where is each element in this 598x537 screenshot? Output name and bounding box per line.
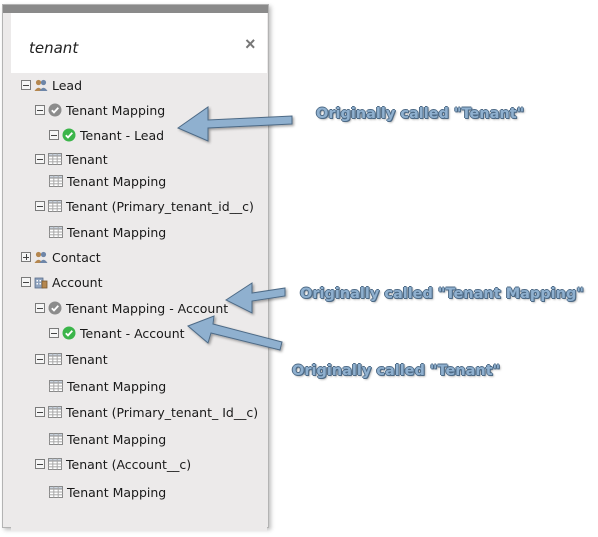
collapse-icon[interactable] — [35, 354, 45, 364]
collapse-icon[interactable] — [21, 80, 31, 90]
tree-node[interactable]: Tenant Mapping — [35, 101, 165, 119]
people-icon — [34, 250, 52, 264]
expand-icon[interactable] — [21, 252, 31, 262]
tree-node-label: Tenant Mapping — [67, 484, 167, 500]
collapse-icon[interactable] — [35, 303, 45, 313]
collapse-icon[interactable] — [21, 277, 31, 287]
building-icon — [34, 275, 52, 289]
tree-node[interactable]: Tenant — [35, 350, 108, 368]
tree-node-label: Tenant Mapping - Account — [66, 300, 229, 316]
table-icon — [48, 352, 66, 366]
table-icon — [48, 199, 66, 213]
gray-check-icon — [48, 103, 66, 117]
tree-node[interactable]: Tenant - Lead — [49, 126, 164, 144]
table-icon — [49, 485, 67, 499]
tree-node-label: Tenant (Primary_tenant_ Id__c) — [66, 404, 259, 420]
arrow-to-tenant-mapping-account — [224, 282, 286, 314]
tree-node-label: Tenant Mapping — [67, 378, 167, 394]
tree-node[interactable]: Tenant - Account — [49, 324, 185, 342]
tree-node-label: Tenant (Primary_tenant_id__c) — [66, 198, 254, 214]
callout-tenant-lead: Originally called "Tenant" — [316, 106, 525, 122]
tree-node[interactable]: Contact — [21, 248, 101, 266]
close-icon[interactable]: × — [245, 34, 256, 54]
table-icon — [49, 379, 67, 393]
gray-check-icon — [48, 301, 66, 315]
table-icon — [49, 432, 67, 446]
tree-node[interactable]: Tenant Mapping — [49, 430, 166, 448]
green-check-icon — [62, 326, 80, 340]
arrow-to-tenant-lead — [176, 106, 293, 142]
collapse-icon[interactable] — [35, 154, 45, 164]
tree-node[interactable]: Lead — [21, 76, 82, 94]
tree-node-label: Tenant Mapping — [67, 224, 167, 240]
tree-node-label: Tenant Mapping — [67, 173, 167, 189]
table-icon — [48, 457, 66, 471]
tree-node-label: Account — [52, 274, 103, 290]
panel-top-bar — [3, 5, 268, 13]
tree-node-label: Tenant — [66, 151, 108, 167]
table-icon — [49, 174, 67, 188]
tree-node[interactable]: Tenant (Account__c) — [35, 455, 191, 473]
collapse-icon[interactable] — [35, 459, 45, 469]
collapse-icon[interactable] — [35, 201, 45, 211]
collapse-icon[interactable] — [49, 328, 59, 338]
tree-node[interactable]: Tenant Mapping — [49, 172, 166, 190]
collapse-icon[interactable] — [35, 105, 45, 115]
arrow-to-tenant-account — [187, 315, 283, 351]
tree-node-label: Tenant Mapping — [66, 102, 166, 118]
tree-node-label: Tenant - Lead — [80, 127, 165, 143]
tree-node-label: Lead — [52, 77, 83, 93]
tree-node[interactable]: Tenant Mapping — [49, 223, 166, 241]
table-icon — [48, 152, 66, 166]
tree-node[interactable]: Account — [21, 273, 102, 291]
collapse-icon[interactable] — [49, 130, 59, 140]
search-header: tenant × — [11, 13, 267, 73]
tree-node[interactable]: Tenant — [35, 150, 108, 168]
tree-node[interactable]: Tenant Mapping — [49, 483, 166, 501]
table-icon — [48, 405, 66, 419]
tree-node-label: Tenant (Account__c) — [66, 456, 192, 472]
collapse-icon[interactable] — [35, 407, 45, 417]
tree-node[interactable]: Tenant (Primary_tenant_ Id__c) — [35, 403, 258, 421]
tree-node[interactable]: Tenant (Primary_tenant_id__c) — [35, 197, 254, 215]
search-query[interactable]: tenant — [29, 39, 79, 57]
callout-tenant-account: Originally called "Tenant" — [292, 363, 501, 379]
table-icon — [49, 225, 67, 239]
tree-node-label: Tenant — [66, 351, 108, 367]
tree-node-label: Tenant Mapping — [67, 431, 167, 447]
tree-node-label: Contact — [52, 249, 101, 265]
callout-tenant-mapping: Originally called "Tenant Mapping" — [300, 286, 584, 302]
green-check-icon — [62, 128, 80, 142]
tree-node[interactable]: Tenant Mapping - Account — [35, 299, 228, 317]
people-icon — [34, 78, 52, 92]
tree-node[interactable]: Tenant Mapping — [49, 377, 166, 395]
tree-node-label: Tenant - Account — [80, 325, 185, 341]
